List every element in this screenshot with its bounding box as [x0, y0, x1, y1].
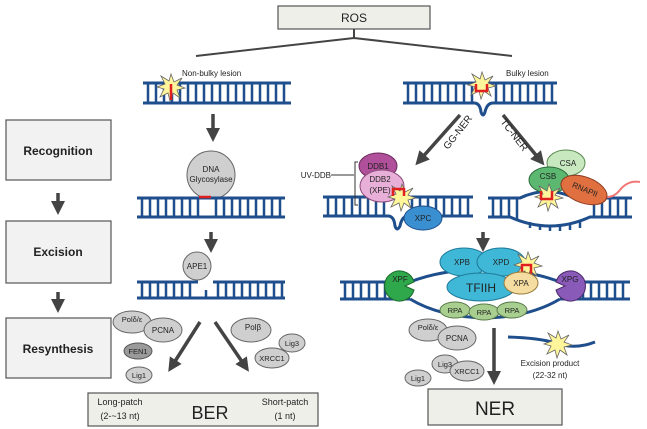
svg-text:(XPE): (XPE)	[369, 186, 391, 195]
svg-text:XPF: XPF	[392, 275, 408, 284]
svg-text:Long-patch: Long-patch	[97, 397, 142, 407]
svg-text:Lig1: Lig1	[411, 374, 425, 383]
tc-lesion-mark	[539, 191, 554, 201]
svg-text:BER: BER	[191, 403, 228, 423]
svg-text:XPB: XPB	[454, 258, 470, 267]
excision-product-size: (22-32 nt)	[533, 371, 568, 380]
svg-text:Polδ/ε: Polδ/ε	[122, 315, 143, 324]
ber-dna-incised	[137, 280, 285, 300]
ber-short-patch-proteins: Polβ Lig3 XRCC1	[230, 317, 306, 369]
svg-text:DNA: DNA	[203, 165, 221, 174]
excision-product-lesion-icon	[543, 330, 573, 359]
xpa: XPA	[503, 271, 539, 295]
ber-long-patch-proteins: Polδ/ε PCNA FEN1 Lig1	[112, 310, 183, 384]
tc-ner-arrow	[501, 113, 545, 166]
svg-text:Recognition: Recognition	[23, 144, 92, 158]
branch-lines	[195, 29, 513, 57]
svg-text:TFIIH: TFIIH	[466, 281, 496, 295]
tc-ner-label: TC-NER	[498, 117, 530, 154]
svg-text:XPC: XPC	[415, 214, 432, 223]
non-bulky-lesion-label: Non-bulky lesion	[182, 69, 241, 78]
svg-text:(1 nt): (1 nt)	[274, 411, 295, 421]
ber-long-patch-arrow	[168, 321, 202, 372]
svg-text:RPA: RPA	[448, 306, 463, 315]
svg-text:Excision: Excision	[33, 245, 82, 259]
svg-text:(2-~13 nt): (2-~13 nt)	[100, 411, 139, 421]
tfiih-complex: XPB XPD TFIIH	[439, 247, 526, 302]
svg-text:Resynthesis: Resynthesis	[23, 342, 94, 356]
gg-lesion-mark	[391, 187, 406, 196]
excision-product-label: Excision product	[521, 359, 580, 368]
svg-text:DDB1: DDB1	[367, 162, 389, 171]
ber-short-patch-arrow	[213, 321, 249, 372]
ros-title: ROS	[341, 11, 367, 25]
bulky-lesion-mark	[474, 84, 489, 93]
svg-text:PCNA: PCNA	[152, 326, 175, 335]
xpg: XPG	[555, 270, 586, 302]
svg-text:XPG: XPG	[562, 275, 579, 284]
ape1: APE1	[182, 251, 212, 281]
bulky-lesion-label: Bulky lesion	[506, 69, 549, 78]
svg-text:APE1: APE1	[187, 262, 208, 271]
svg-text:Polβ: Polβ	[245, 323, 262, 332]
svg-text:NER: NER	[475, 399, 515, 420]
svg-text:RPA: RPA	[477, 308, 492, 317]
svg-text:XPD: XPD	[493, 258, 510, 267]
svg-text:UV-DDB: UV-DDB	[301, 171, 331, 180]
gg-ner-arrow	[415, 113, 462, 166]
rpa-proteins: RPA RPA RPA	[439, 301, 528, 321]
dna-glycosylase: DNA Glycosylase	[186, 150, 236, 200]
stage-excision: Excision	[5, 220, 112, 284]
svg-text:FEN1: FEN1	[128, 347, 147, 356]
svg-text:CSB: CSB	[540, 172, 556, 181]
svg-text:Lig3: Lig3	[285, 339, 299, 348]
svg-text:Glycosylase: Glycosylase	[189, 175, 233, 184]
svg-text:XRCC1: XRCC1	[259, 354, 284, 363]
svg-text:RPA: RPA	[505, 306, 520, 315]
svg-text:PCNA: PCNA	[446, 334, 469, 343]
ner-box: NER	[427, 388, 563, 426]
xpf: XPF	[384, 270, 415, 302]
svg-text:CSA: CSA	[560, 159, 577, 168]
ner-lesion-mark	[520, 263, 533, 274]
xpc: XPC	[403, 205, 443, 231]
svg-text:XRCC1: XRCC1	[454, 367, 479, 376]
svg-text:XPA: XPA	[513, 279, 529, 288]
stage-resynthesis: Resynthesis	[5, 317, 112, 379]
svg-text:Lig3: Lig3	[438, 360, 452, 369]
ber-dna-glycosylase	[137, 196, 285, 219]
ber-box: Long-patch (2-~13 nt) BER Short-patch (1…	[87, 392, 319, 427]
svg-text:Short-patch: Short-patch	[262, 397, 309, 407]
svg-text:DDB2: DDB2	[369, 175, 391, 184]
uv-ddb-complex: UV-DDB DDB1 DDB2 (XPE)	[301, 152, 405, 206]
stage-recognition: Recognition	[5, 119, 112, 181]
svg-text:Lig1: Lig1	[132, 371, 146, 380]
svg-text:Polδ/ε: Polδ/ε	[418, 323, 439, 332]
ner-resynthesis-proteins: Polδ/ε PCNA Lig3 XRCC1 Lig1	[404, 318, 485, 387]
